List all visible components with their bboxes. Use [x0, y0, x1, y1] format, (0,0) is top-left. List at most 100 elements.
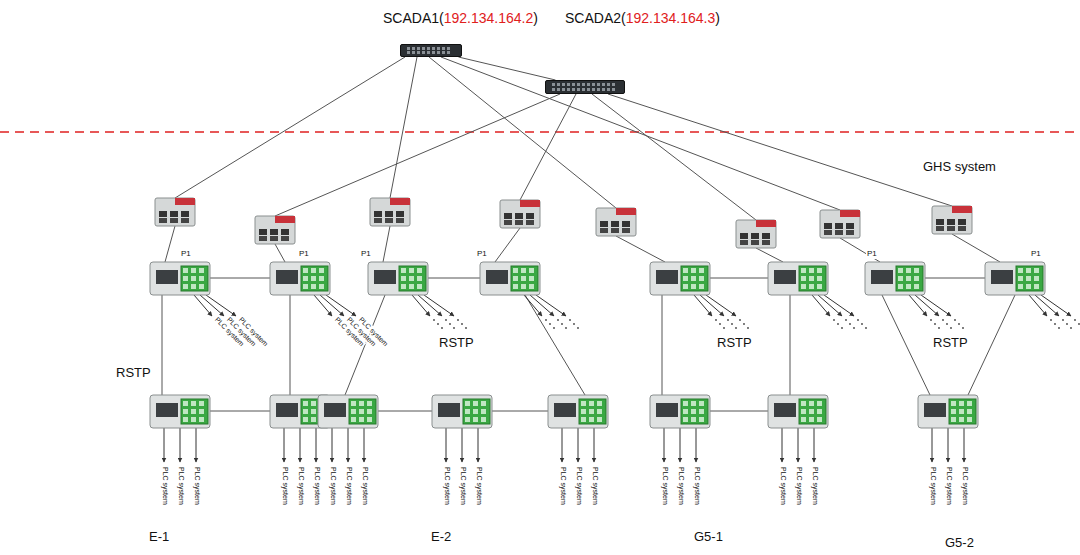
plc-link-arrow [364, 428, 365, 462]
ethernet-port [515, 213, 523, 219]
switch-port [612, 83, 615, 86]
continuation-dot [743, 323, 745, 325]
terminal-screw [303, 268, 308, 273]
terminal-screw [1026, 284, 1031, 289]
plc-system-label: PLC system [361, 466, 369, 506]
continuation-dot [938, 327, 940, 329]
ethernet-port [170, 218, 178, 223]
continuation-dot [946, 323, 948, 325]
ethernet-port [751, 233, 759, 239]
switch-graphic [545, 80, 625, 94]
ethernet-port [762, 233, 770, 239]
ethernet-port [936, 226, 944, 231]
coupler-module [486, 270, 508, 284]
coupler-module [438, 403, 460, 417]
terminal-screw [311, 284, 316, 289]
plc-coupler [918, 395, 978, 428]
switch-port [442, 47, 445, 50]
plc-link-arrow [1041, 295, 1071, 316]
terminal-screw [1018, 268, 1023, 273]
protocol-label: RSTP [115, 366, 152, 380]
switch-port [572, 83, 575, 86]
terminal-screw [691, 268, 696, 273]
network-cable [925, 278, 985, 279]
switch-port [572, 88, 575, 91]
plc-link-arrow [300, 428, 301, 462]
coupler-module [991, 270, 1013, 284]
terminal-screw [303, 417, 308, 422]
terminal-screw [801, 401, 806, 406]
network-cable [840, 238, 880, 262]
plc-link-arrow [424, 295, 454, 316]
switch-port [582, 83, 585, 86]
terminal-block [681, 266, 708, 291]
plc-coupler [368, 262, 428, 295]
gateway-label-strip [390, 198, 410, 205]
ethernet-port [751, 240, 759, 245]
terminal-screw [303, 409, 308, 414]
ethernet-port [740, 240, 748, 245]
plc-link-arrow [948, 428, 949, 462]
plc-system-label: PLC system [661, 466, 669, 506]
terminal-screw [699, 268, 704, 273]
plc-link-arrow [782, 428, 783, 462]
terminal-screw [906, 284, 911, 289]
terminal-screw [817, 276, 822, 281]
terminal-screw [417, 268, 422, 273]
terminal-screw [967, 417, 972, 422]
continuation-dot [837, 323, 839, 325]
gateway-label-strip [520, 200, 540, 207]
ethernet-port [181, 211, 189, 217]
group-label: E-1 [148, 530, 170, 544]
gateway-label-strip [756, 220, 776, 227]
gateway-label-strip [175, 198, 195, 205]
coupler-body [270, 262, 330, 295]
terminal-screw [683, 284, 688, 289]
gateway-device [932, 206, 972, 234]
gateway-body [500, 200, 540, 228]
switch-port [577, 83, 580, 86]
terminal-screw [311, 268, 316, 273]
plc-link-arrow [206, 295, 236, 316]
port-label: P1 [360, 250, 372, 259]
ethernet-port [611, 221, 619, 227]
network-cable [710, 278, 768, 279]
terminal-screw [199, 401, 204, 406]
continuation-dot [934, 323, 936, 325]
ethernet-port [846, 230, 854, 235]
ethernet-port [385, 211, 393, 217]
terminal-screw [303, 276, 308, 281]
plc-system-label: PLC system [961, 466, 969, 506]
ethernet-port [259, 236, 267, 241]
coupler-module [156, 270, 178, 284]
ethernet-port [846, 223, 854, 229]
terminal-block [799, 399, 826, 424]
terminal-screw [967, 409, 972, 414]
terminal-screw [809, 284, 814, 289]
switch-port [612, 88, 615, 91]
ethernet-port [526, 213, 534, 219]
terminal-screw [581, 409, 586, 414]
port-label: P1 [476, 250, 488, 259]
network-cable [383, 226, 390, 262]
continuation-dot [853, 327, 855, 329]
switch-port [552, 88, 555, 91]
continuation-dot [557, 319, 559, 321]
terminal-screw [191, 409, 196, 414]
continuation-dot [445, 319, 447, 321]
coupler-body [150, 395, 210, 428]
ethernet-port [835, 223, 843, 229]
continuation-dot [561, 323, 563, 325]
ethernet-port [824, 223, 832, 229]
switch-port [447, 51, 450, 54]
port-label: P1 [180, 250, 192, 259]
network-cable [165, 226, 175, 262]
ethernet-port [526, 220, 534, 225]
network-cable [592, 94, 756, 220]
network-cable [968, 295, 1015, 395]
terminal-screw [191, 284, 196, 289]
ethernet-port [515, 220, 523, 225]
plc-link-arrow [798, 428, 799, 462]
switch-port [557, 83, 560, 86]
plc-coupler [432, 395, 492, 428]
